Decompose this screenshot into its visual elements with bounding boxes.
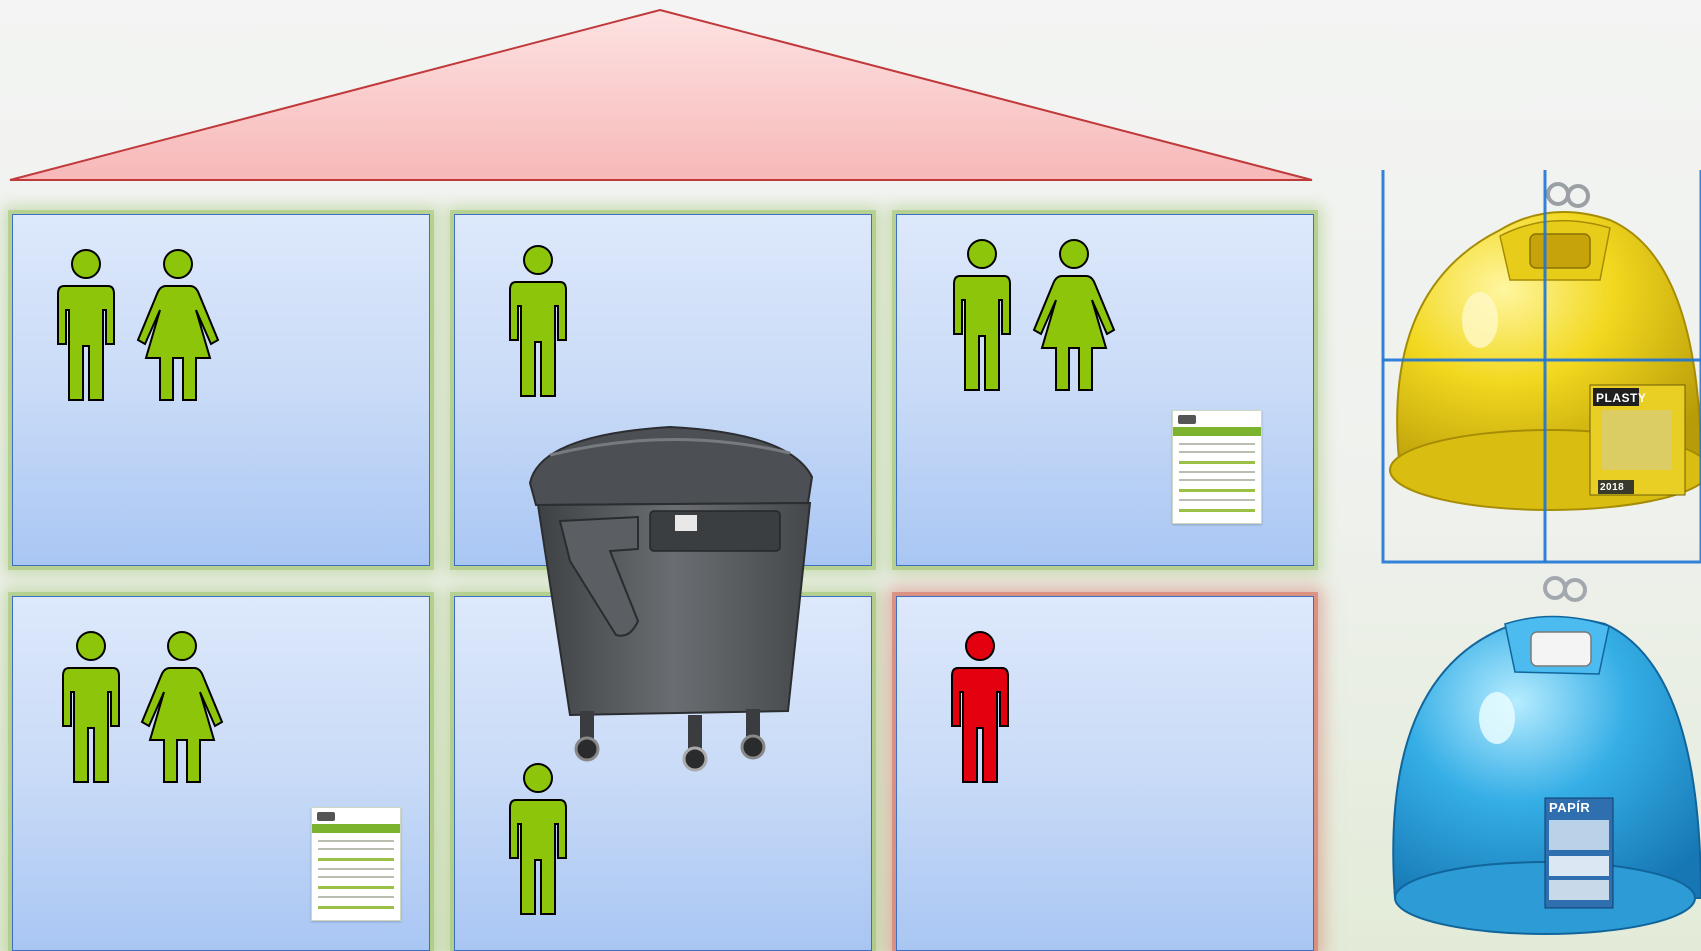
woman-icon [140,630,224,786]
man-icon [508,762,568,918]
roof [10,10,1312,180]
bin-paper-label: PAPÍR [1549,800,1590,815]
woman-icon [1032,238,1116,394]
man-icon [508,244,568,400]
man-icon [952,238,1012,394]
man-icon [61,630,121,786]
man-icon [56,248,116,404]
document-icon-top-right [1172,410,1262,524]
bin-plastic-year: 2018 [1600,482,1624,493]
bin-plastic-label: PLASTY [1596,391,1646,405]
grey-wheeled-container [520,425,820,773]
woman-icon [136,248,220,404]
yellow-recycling-bin [1380,170,1701,570]
blue-recycling-bin [1385,568,1701,951]
document-icon-bottom-left [311,807,401,921]
man-alert-icon [950,630,1010,786]
